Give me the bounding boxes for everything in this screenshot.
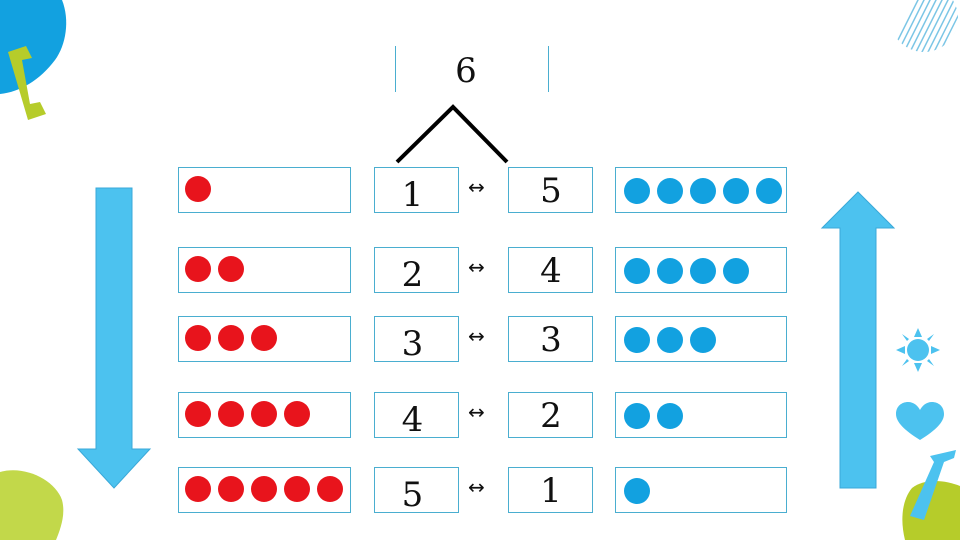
red-dot <box>284 476 310 502</box>
blue-dot <box>723 178 749 204</box>
blue-dots-box <box>615 467 787 513</box>
red-dot <box>185 325 211 351</box>
right-part-box: 2 <box>508 392 593 438</box>
right-part-number: 5 <box>540 171 562 211</box>
swap-arrow-icon: ↔ <box>468 475 485 499</box>
left-part-box: 3 <box>374 316 459 362</box>
red-dots-box <box>178 392 351 438</box>
left-part-number: 2 <box>401 255 424 295</box>
left-part-box: 2 <box>374 247 459 293</box>
left-part-number: 3 <box>401 324 424 364</box>
red-dot <box>251 325 277 351</box>
blue-dot <box>624 258 650 284</box>
left-part-box: 1 <box>374 167 459 213</box>
top-right-bar <box>548 46 549 92</box>
blue-dot <box>723 258 749 284</box>
blue-dot <box>657 258 683 284</box>
red-dots-box <box>178 316 351 362</box>
blue-dot <box>690 178 716 204</box>
total-number: 6 <box>455 51 477 91</box>
right-part-number: 3 <box>540 320 562 360</box>
left-part-box: 5 <box>374 467 459 513</box>
right-part-box: 5 <box>508 167 593 213</box>
blue-dot <box>690 327 716 353</box>
right-part-box: 1 <box>508 467 593 513</box>
blue-dot <box>657 403 683 429</box>
red-dots-box <box>178 247 351 293</box>
red-dot <box>284 401 310 427</box>
left-part-number: 5 <box>401 475 424 515</box>
red-dot <box>218 401 244 427</box>
right-part-box: 3 <box>508 316 593 362</box>
sun-icon <box>896 328 940 372</box>
red-dot <box>251 401 277 427</box>
left-part-number: 4 <box>401 400 424 440</box>
blue-dots-box <box>615 392 787 438</box>
red-dot <box>218 256 244 282</box>
red-dot <box>185 176 211 202</box>
blue-dot <box>624 178 650 204</box>
up-arrow <box>820 191 896 489</box>
blue-dot <box>624 403 650 429</box>
red-dot <box>218 325 244 351</box>
red-dot <box>185 476 211 502</box>
right-part-number: 4 <box>540 251 562 291</box>
blue-dot <box>690 258 716 284</box>
swap-arrow-icon: ↔ <box>468 324 485 348</box>
down-arrow <box>76 187 152 489</box>
red-dot <box>185 256 211 282</box>
right-part-number: 2 <box>540 396 562 436</box>
top-left-bar <box>395 46 396 92</box>
blue-dot <box>756 178 782 204</box>
blue-dot <box>624 478 650 504</box>
blue-dots-box <box>615 316 787 362</box>
swap-arrow-icon: ↔ <box>468 175 485 199</box>
striped-circle-decor <box>890 0 958 52</box>
heart-icon <box>896 402 944 440</box>
left-part-number: 1 <box>401 175 424 215</box>
blue-dot <box>657 178 683 204</box>
left-part-box: 4 <box>374 392 459 438</box>
blue-dots-box <box>615 247 787 293</box>
red-dot <box>251 476 277 502</box>
red-dot <box>185 401 211 427</box>
blue-dot <box>657 327 683 353</box>
red-dot <box>218 476 244 502</box>
blue-dots-box <box>615 167 787 213</box>
red-dots-box <box>178 467 351 513</box>
swap-arrow-icon: ↔ <box>468 255 485 279</box>
blue-dot <box>624 327 650 353</box>
right-part-number: 1 <box>540 471 562 511</box>
red-dots-box <box>178 167 351 213</box>
red-dot <box>317 476 343 502</box>
swap-arrow-icon: ↔ <box>468 400 485 424</box>
right-part-box: 4 <box>508 247 593 293</box>
